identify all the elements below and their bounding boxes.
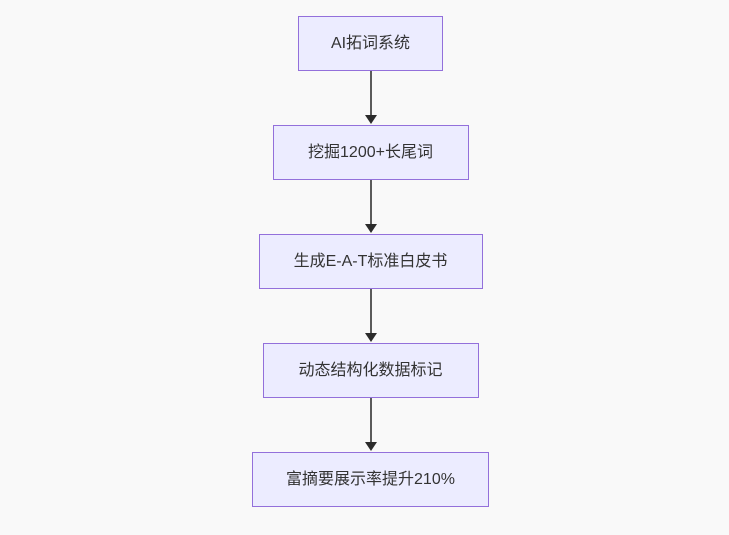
arrow-down-icon [364,180,378,234]
arrow-down-icon [364,289,378,343]
arrowhead-icon [364,333,377,342]
arrowhead-icon [364,442,377,451]
arrowhead-icon [364,115,377,124]
flow-node-rich-snippet-rate: 富摘要展示率提升210% [252,452,489,507]
arrowhead-icon [364,224,377,233]
flow-node-longtail-mining: 挖掘1200+长尾词 [272,125,469,180]
flow-node-ai-keyword-system: AI拓词系统 [298,16,443,71]
arrow-shaft [369,180,372,225]
arrow-down-icon [364,71,378,125]
arrow-shaft [369,398,372,443]
flowchart-column: AI拓词系统 挖掘1200+长尾词 生成E-A-T标准白皮书 动态结构化数据标记… [6,16,729,507]
arrow-shaft [369,71,372,116]
flow-node-eat-whitepaper: 生成E-A-T标准白皮书 [258,234,483,289]
arrow-down-icon [364,398,378,452]
arrow-shaft [369,289,372,334]
flow-node-structured-data-markup: 动态结构化数据标记 [262,343,479,398]
